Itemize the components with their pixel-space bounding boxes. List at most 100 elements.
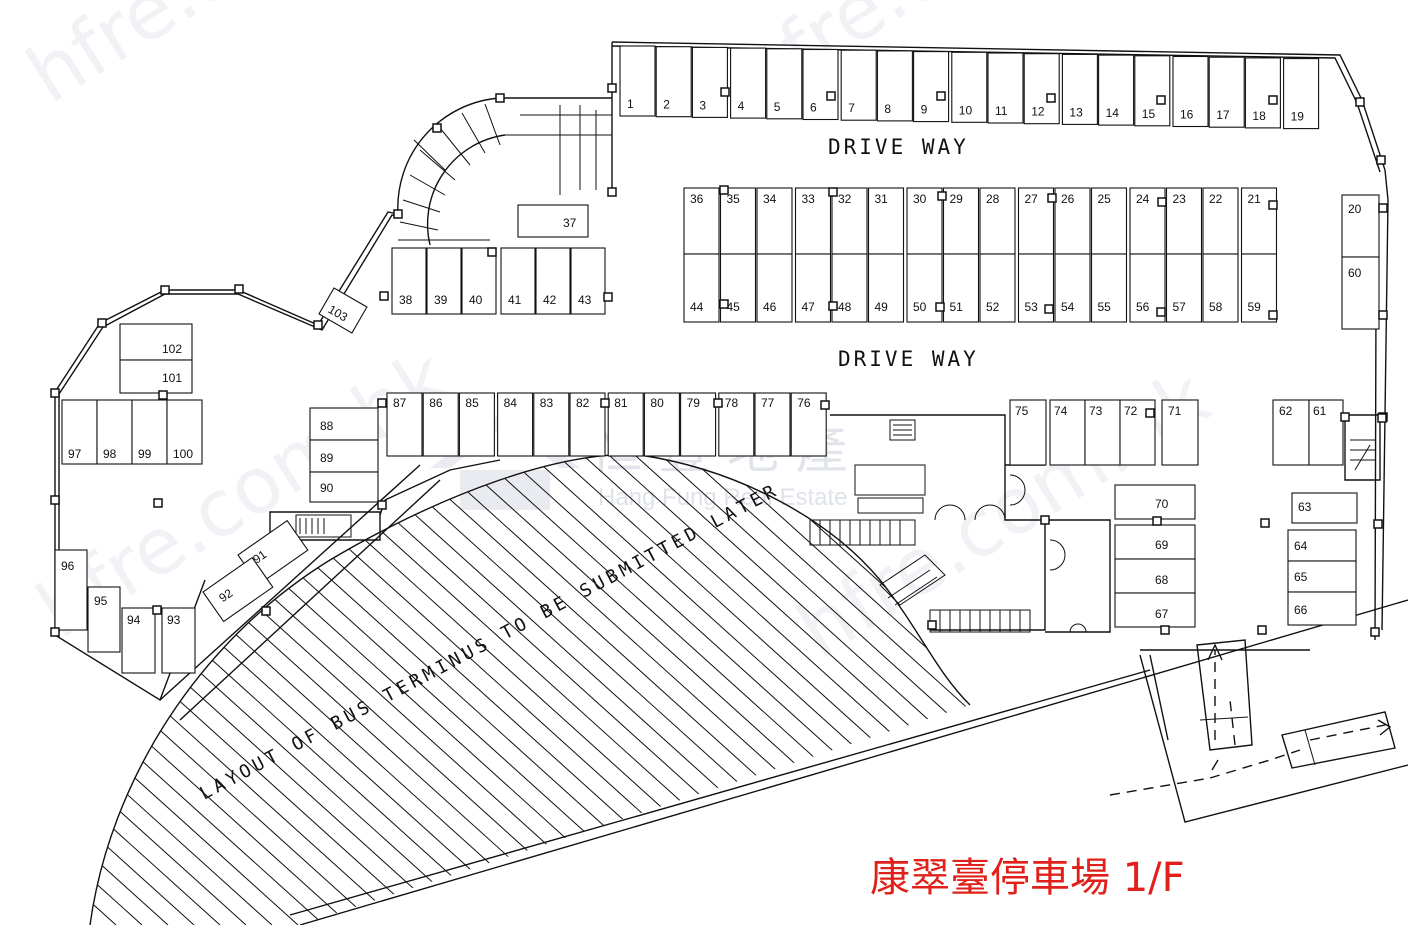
parking-space-97[interactable]: 97 [61, 399, 98, 465]
parking-space-number: 68 [1155, 573, 1169, 587]
parking-space-4[interactable]: 4 [730, 47, 767, 119]
parking-space-93[interactable]: 93 [161, 607, 196, 674]
parking-space-28[interactable]: 28 [979, 187, 1016, 255]
parking-space-86[interactable]: 86 [422, 392, 459, 457]
parking-space-7[interactable]: 7 [840, 49, 877, 121]
parking-space-67[interactable]: 67 [1114, 592, 1196, 628]
parking-space-72[interactable]: 72 [1119, 399, 1156, 466]
parking-space-75[interactable]: 75 [1009, 399, 1047, 466]
parking-space-18[interactable]: 18 [1244, 57, 1281, 129]
parking-space-81[interactable]: 81 [607, 392, 644, 457]
parking-space-39[interactable]: 39 [426, 247, 462, 315]
parking-space-6[interactable]: 6 [802, 48, 839, 121]
parking-space-14[interactable]: 14 [1098, 54, 1135, 126]
parking-space-1[interactable]: 1 [619, 45, 656, 117]
parking-space-102[interactable]: 102 [119, 323, 193, 361]
parking-space-52[interactable]: 52 [979, 253, 1016, 323]
parking-space-77[interactable]: 77 [754, 392, 791, 457]
parking-space-87[interactable]: 87 [386, 392, 423, 457]
parking-space-62[interactable]: 62 [1272, 399, 1310, 466]
parking-space-57[interactable]: 57 [1165, 253, 1203, 323]
parking-space-33[interactable]: 33 [794, 187, 832, 255]
parking-space-31[interactable]: 31 [867, 187, 905, 255]
parking-space-51[interactable]: 51 [942, 253, 980, 323]
parking-space-11[interactable]: 11 [987, 52, 1024, 124]
parking-space-73[interactable]: 73 [1084, 399, 1121, 466]
parking-space-94[interactable]: 94 [121, 607, 156, 674]
parking-space-3[interactable]: 3 [691, 46, 728, 118]
parking-space-5[interactable]: 5 [766, 48, 803, 120]
parking-space-88[interactable]: 88 [309, 407, 379, 441]
parking-space-15[interactable]: 15 [1134, 55, 1171, 127]
parking-space-55[interactable]: 55 [1090, 253, 1128, 323]
parking-space-98[interactable]: 98 [96, 399, 133, 465]
parking-space-23[interactable]: 23 [1165, 187, 1203, 255]
parking-space-79[interactable]: 79 [680, 392, 717, 457]
parking-space-82[interactable]: 82 [569, 392, 606, 457]
parking-space-85[interactable]: 85 [458, 392, 495, 457]
parking-space-8[interactable]: 8 [876, 50, 913, 122]
parking-space-number: 40 [469, 293, 483, 307]
parking-space-90[interactable]: 90 [309, 471, 379, 503]
parking-space-70[interactable]: 70 [1114, 484, 1196, 520]
parking-space-64[interactable]: 64 [1287, 529, 1357, 562]
parking-space-47[interactable]: 47 [794, 253, 832, 323]
parking-space-84[interactable]: 84 [497, 392, 534, 457]
parking-space-16[interactable]: 16 [1172, 55, 1209, 128]
parking-space-92[interactable]: 92 [202, 556, 274, 623]
parking-space-34[interactable]: 34 [756, 187, 793, 255]
parking-space-40[interactable]: 40 [461, 247, 497, 315]
parking-space-89[interactable]: 89 [309, 439, 379, 473]
parking-space-101[interactable]: 101 [119, 359, 193, 394]
parking-space-50[interactable]: 50 [906, 253, 943, 323]
parking-space-9[interactable]: 9 [913, 51, 950, 123]
parking-space-32[interactable]: 32 [831, 187, 868, 255]
parking-space-21[interactable]: 21 [1240, 187, 1278, 255]
parking-space-74[interactable]: 74 [1049, 399, 1086, 466]
parking-space-41[interactable]: 41 [500, 247, 536, 315]
parking-space-99[interactable]: 99 [131, 399, 168, 465]
parking-space-65[interactable]: 65 [1287, 560, 1357, 593]
parking-space-36[interactable]: 36 [683, 187, 720, 255]
parking-space-63[interactable]: 63 [1291, 492, 1358, 524]
parking-space-100[interactable]: 100 [166, 399, 203, 465]
parking-space-68[interactable]: 68 [1114, 558, 1196, 594]
parking-space-38[interactable]: 38 [391, 247, 427, 315]
parking-space-61[interactable]: 61 [1308, 399, 1344, 466]
parking-space-2[interactable]: 2 [655, 46, 692, 118]
parking-space-37[interactable]: 37 [517, 204, 589, 238]
parking-space-42[interactable]: 42 [535, 247, 571, 315]
parking-space-48[interactable]: 48 [831, 253, 868, 323]
parking-space-103[interactable]: 103 [318, 287, 368, 334]
parking-space-49[interactable]: 49 [867, 253, 905, 323]
parking-space-56[interactable]: 56 [1129, 253, 1166, 323]
parking-space-78[interactable]: 78 [718, 392, 755, 457]
parking-space-43[interactable]: 43 [570, 247, 606, 315]
parking-space-60[interactable]: 60 [1341, 256, 1380, 330]
parking-space-96[interactable]: 96 [54, 549, 88, 631]
parking-space-19[interactable]: 19 [1283, 58, 1320, 130]
parking-space-10[interactable]: 10 [951, 51, 988, 123]
parking-space-45[interactable]: 45 [719, 253, 757, 323]
parking-space-26[interactable]: 26 [1054, 187, 1091, 255]
parking-space-66[interactable]: 66 [1287, 591, 1357, 626]
parking-space-58[interactable]: 58 [1202, 253, 1239, 323]
parking-space-25[interactable]: 25 [1090, 187, 1128, 255]
parking-space-54[interactable]: 54 [1054, 253, 1091, 323]
parking-space-35[interactable]: 35 [719, 187, 757, 255]
structural-column [720, 87, 730, 97]
parking-space-71[interactable]: 71 [1161, 399, 1199, 466]
parking-space-17[interactable]: 17 [1208, 56, 1245, 128]
parking-space-83[interactable]: 83 [533, 392, 570, 457]
parking-space-30[interactable]: 30 [906, 187, 943, 255]
parking-space-13[interactable]: 13 [1061, 53, 1098, 125]
parking-space-20[interactable]: 20 [1341, 194, 1380, 258]
parking-space-12[interactable]: 12 [1023, 53, 1060, 125]
parking-space-69[interactable]: 69 [1114, 524, 1196, 560]
parking-space-80[interactable]: 80 [643, 392, 680, 457]
parking-space-95[interactable]: 95 [87, 586, 121, 653]
parking-space-22[interactable]: 22 [1202, 187, 1239, 255]
parking-space-29[interactable]: 29 [942, 187, 980, 255]
parking-space-46[interactable]: 46 [756, 253, 793, 323]
parking-space-44[interactable]: 44 [683, 253, 720, 323]
